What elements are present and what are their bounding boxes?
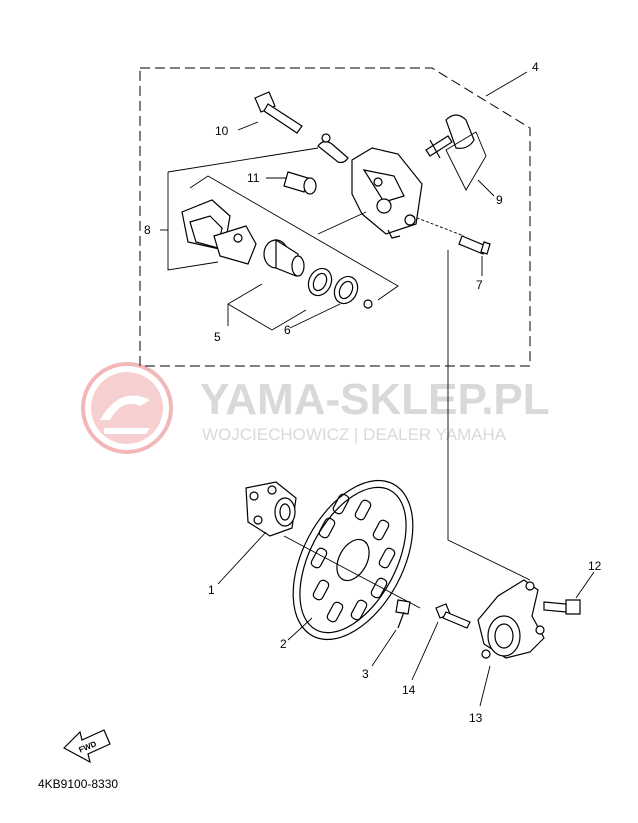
watermark-subtitle: WOJCIECHOWICZ | DEALER YAMAHA <box>202 425 507 444</box>
bolt-7-part <box>458 235 491 255</box>
part-label-3: 3 <box>362 667 369 681</box>
bolt-12-part <box>543 599 581 615</box>
part-label-9: 9 <box>496 193 503 207</box>
watermark-title: YAMA-SKLEP.PL <box>200 375 550 424</box>
part-label-7: 7 <box>476 278 483 292</box>
caliper-body-part <box>351 147 423 239</box>
bolt-3-part <box>395 599 411 629</box>
slide-pin-part <box>254 91 303 134</box>
fwd-arrow-icon: FWD <box>63 729 111 764</box>
part-label-2: 2 <box>280 637 287 651</box>
part-label-5: 5 <box>214 330 221 344</box>
part-label-10: 10 <box>215 124 229 138</box>
brake-hose-fitting-part <box>425 114 475 159</box>
part-label-8: 8 <box>144 223 151 237</box>
part-label-1: 1 <box>208 583 215 597</box>
part-label-6: 6 <box>284 323 291 337</box>
brake-pads-part <box>181 199 257 265</box>
part-label-14: 14 <box>402 683 416 697</box>
caliper-assembly-box <box>139 67 531 367</box>
part-label-12: 12 <box>588 559 602 573</box>
part-label-13: 13 <box>469 711 483 725</box>
caliper-bracket-part <box>477 579 545 659</box>
bolt-14-part <box>435 603 471 629</box>
bolt-11-part <box>283 171 317 195</box>
brake-disc-part <box>292 479 414 641</box>
piston-part <box>263 238 305 277</box>
piston-seals-part <box>307 267 373 309</box>
part-label-11: 11 <box>247 171 260 185</box>
watermark-logo <box>81 362 173 454</box>
diagram-code: 4KB9100-8330 <box>38 777 118 791</box>
part-label-4: 4 <box>532 60 539 74</box>
hub-part <box>245 481 297 537</box>
watermark: YAMA-SKLEP.PL WOJCIECHOWICZ | DEALER YAM… <box>81 362 550 454</box>
